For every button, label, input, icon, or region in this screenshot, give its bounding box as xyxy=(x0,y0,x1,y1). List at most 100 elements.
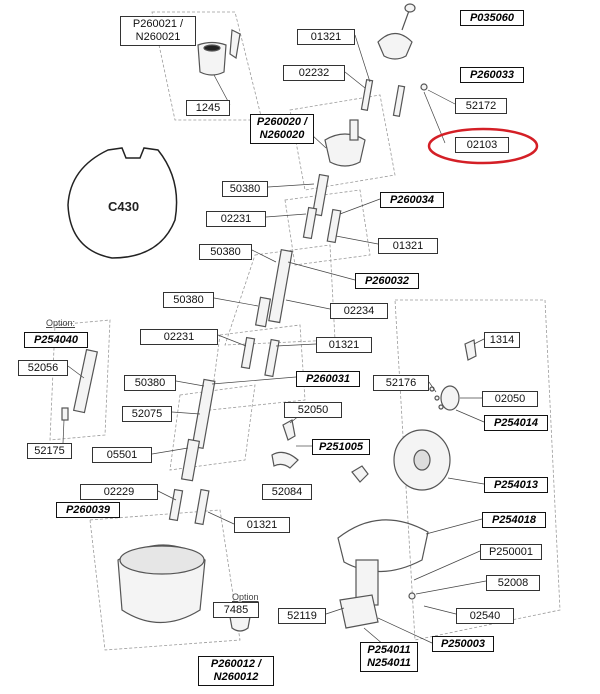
bushing-hole xyxy=(203,44,221,52)
part-number-p260021: P260021 / xyxy=(132,18,184,30)
part-label-02540: 02540 xyxy=(456,608,514,624)
leader-52176 xyxy=(428,381,437,393)
leader-250001 xyxy=(413,550,481,581)
part-label-50380-b: 50380 xyxy=(199,244,252,260)
part-label-p035060: P035060 xyxy=(460,10,524,26)
sleeve-2 xyxy=(326,208,342,244)
part-label-01321-c: 01321 xyxy=(316,337,372,353)
sleeve-1 xyxy=(302,206,318,240)
part-label-02231-b: 02231 xyxy=(140,329,218,345)
leader-52172 xyxy=(427,89,456,105)
part-label-52176: 52176 xyxy=(373,375,429,391)
leader-254014 xyxy=(455,409,485,423)
leader-50380-b xyxy=(251,249,277,263)
highlight-circle xyxy=(427,127,539,165)
small-fitting-part xyxy=(464,339,477,361)
part-label-01321-d: 01321 xyxy=(234,517,290,533)
leader-02231-a xyxy=(265,213,307,218)
sleeve-3 xyxy=(240,336,256,370)
pin-part-2 xyxy=(392,85,406,117)
tube-segment-5 xyxy=(180,438,201,482)
leader-260032 xyxy=(287,261,356,281)
leader-05501 xyxy=(151,447,189,455)
leader-260020 xyxy=(311,134,327,149)
leader-02540 xyxy=(423,605,457,615)
part-label-p254014: P254014 xyxy=(484,415,548,431)
part-label-52008: 52008 xyxy=(486,575,540,591)
leader-254018 xyxy=(425,518,483,535)
bolt-part xyxy=(408,592,416,600)
screw-part-1 xyxy=(429,386,435,392)
head-stem xyxy=(349,119,359,141)
sleeve-6 xyxy=(194,488,210,526)
part-label-02050: 02050 xyxy=(482,391,538,407)
tube-segment-3 xyxy=(254,296,272,328)
leader-01321-d xyxy=(207,511,235,525)
assembly-outline-right-parts xyxy=(394,299,561,641)
leader-52008 xyxy=(415,580,487,595)
part-label-p260032: P260032 xyxy=(355,273,419,289)
spring-clip-part xyxy=(282,419,296,441)
assembly-outline-top xyxy=(151,11,263,121)
part-number-p260012: P260012 / xyxy=(210,658,262,670)
option-note-left: Option: xyxy=(46,318,76,328)
leader-01321-top xyxy=(354,34,371,83)
leader-02234 xyxy=(285,299,331,310)
leader-52119 xyxy=(325,607,345,615)
leader-50380-a xyxy=(267,183,315,188)
part-label-52056: 52056 xyxy=(18,360,68,376)
part-label-p254018: P254018 xyxy=(482,512,546,528)
leader-254013 xyxy=(447,477,485,485)
c430-frame-outline xyxy=(67,147,178,259)
tube-segment-2 xyxy=(268,248,293,324)
part-label-50380-c: 50380 xyxy=(163,292,214,308)
part-label-p250003: P250003 xyxy=(432,636,494,652)
leader-52056 xyxy=(67,365,85,379)
part-number-n260020: N260020 xyxy=(259,129,305,141)
part-label-52084: 52084 xyxy=(262,484,312,500)
assembly-outline-bottom-tube xyxy=(169,384,256,471)
option-tube xyxy=(72,348,99,414)
part-label-p250001: P250001 xyxy=(480,544,542,560)
part-label-52119: 52119 xyxy=(278,608,326,624)
leader-01321-b xyxy=(335,235,379,245)
bushing-part xyxy=(197,41,227,76)
leader-50380-c xyxy=(213,297,259,307)
part-label-p254013: P254013 xyxy=(484,477,548,493)
option-clip xyxy=(61,407,69,421)
part-label-02231-a: 02231 xyxy=(206,211,266,227)
part-label-p254040: P254040 xyxy=(24,332,88,348)
part-label-7485: 7485 xyxy=(213,602,259,618)
part-label-p254011: P254011 N254011 xyxy=(360,642,418,672)
part-label-p260021: P260021 / N260021 xyxy=(120,16,196,46)
assembly-outline-head xyxy=(289,94,396,191)
sleeve-4 xyxy=(264,338,280,378)
part-label-p260012: P260012 / N260012 xyxy=(198,656,274,686)
reel-hub xyxy=(413,449,431,471)
adapter-part xyxy=(440,385,460,411)
handle-ring xyxy=(404,3,416,13)
part-label-52075: 52075 xyxy=(122,406,172,422)
part-label-02232: 02232 xyxy=(283,65,345,81)
part-label-52175: 52175 xyxy=(27,443,72,459)
screw-part-2 xyxy=(434,395,440,401)
part-label-p260039: P260039 xyxy=(56,502,120,518)
part-number-n254011: N254011 xyxy=(367,657,411,669)
part-label-1314: 1314 xyxy=(484,332,520,348)
leader-250003 xyxy=(377,617,433,644)
sleeve-5 xyxy=(168,488,184,522)
screw-part-3 xyxy=(438,404,444,410)
wing-nut-part xyxy=(351,465,369,483)
head-coupler-part xyxy=(324,133,366,167)
part-number-p254011: P254011 xyxy=(367,644,411,656)
option-note-bottom: Option xyxy=(232,592,259,602)
part-label-50380-d: 50380 xyxy=(124,375,176,391)
model-label-c430: C430 xyxy=(108,199,140,214)
part-label-05501: 05501 xyxy=(92,447,152,463)
part-label-p260031: P260031 xyxy=(296,371,360,387)
clip-part xyxy=(229,29,241,60)
part-number-p260020: P260020 / xyxy=(256,116,308,128)
leader-02231-b xyxy=(217,334,247,347)
leader-260034 xyxy=(339,198,381,215)
leader-02229 xyxy=(157,490,177,501)
